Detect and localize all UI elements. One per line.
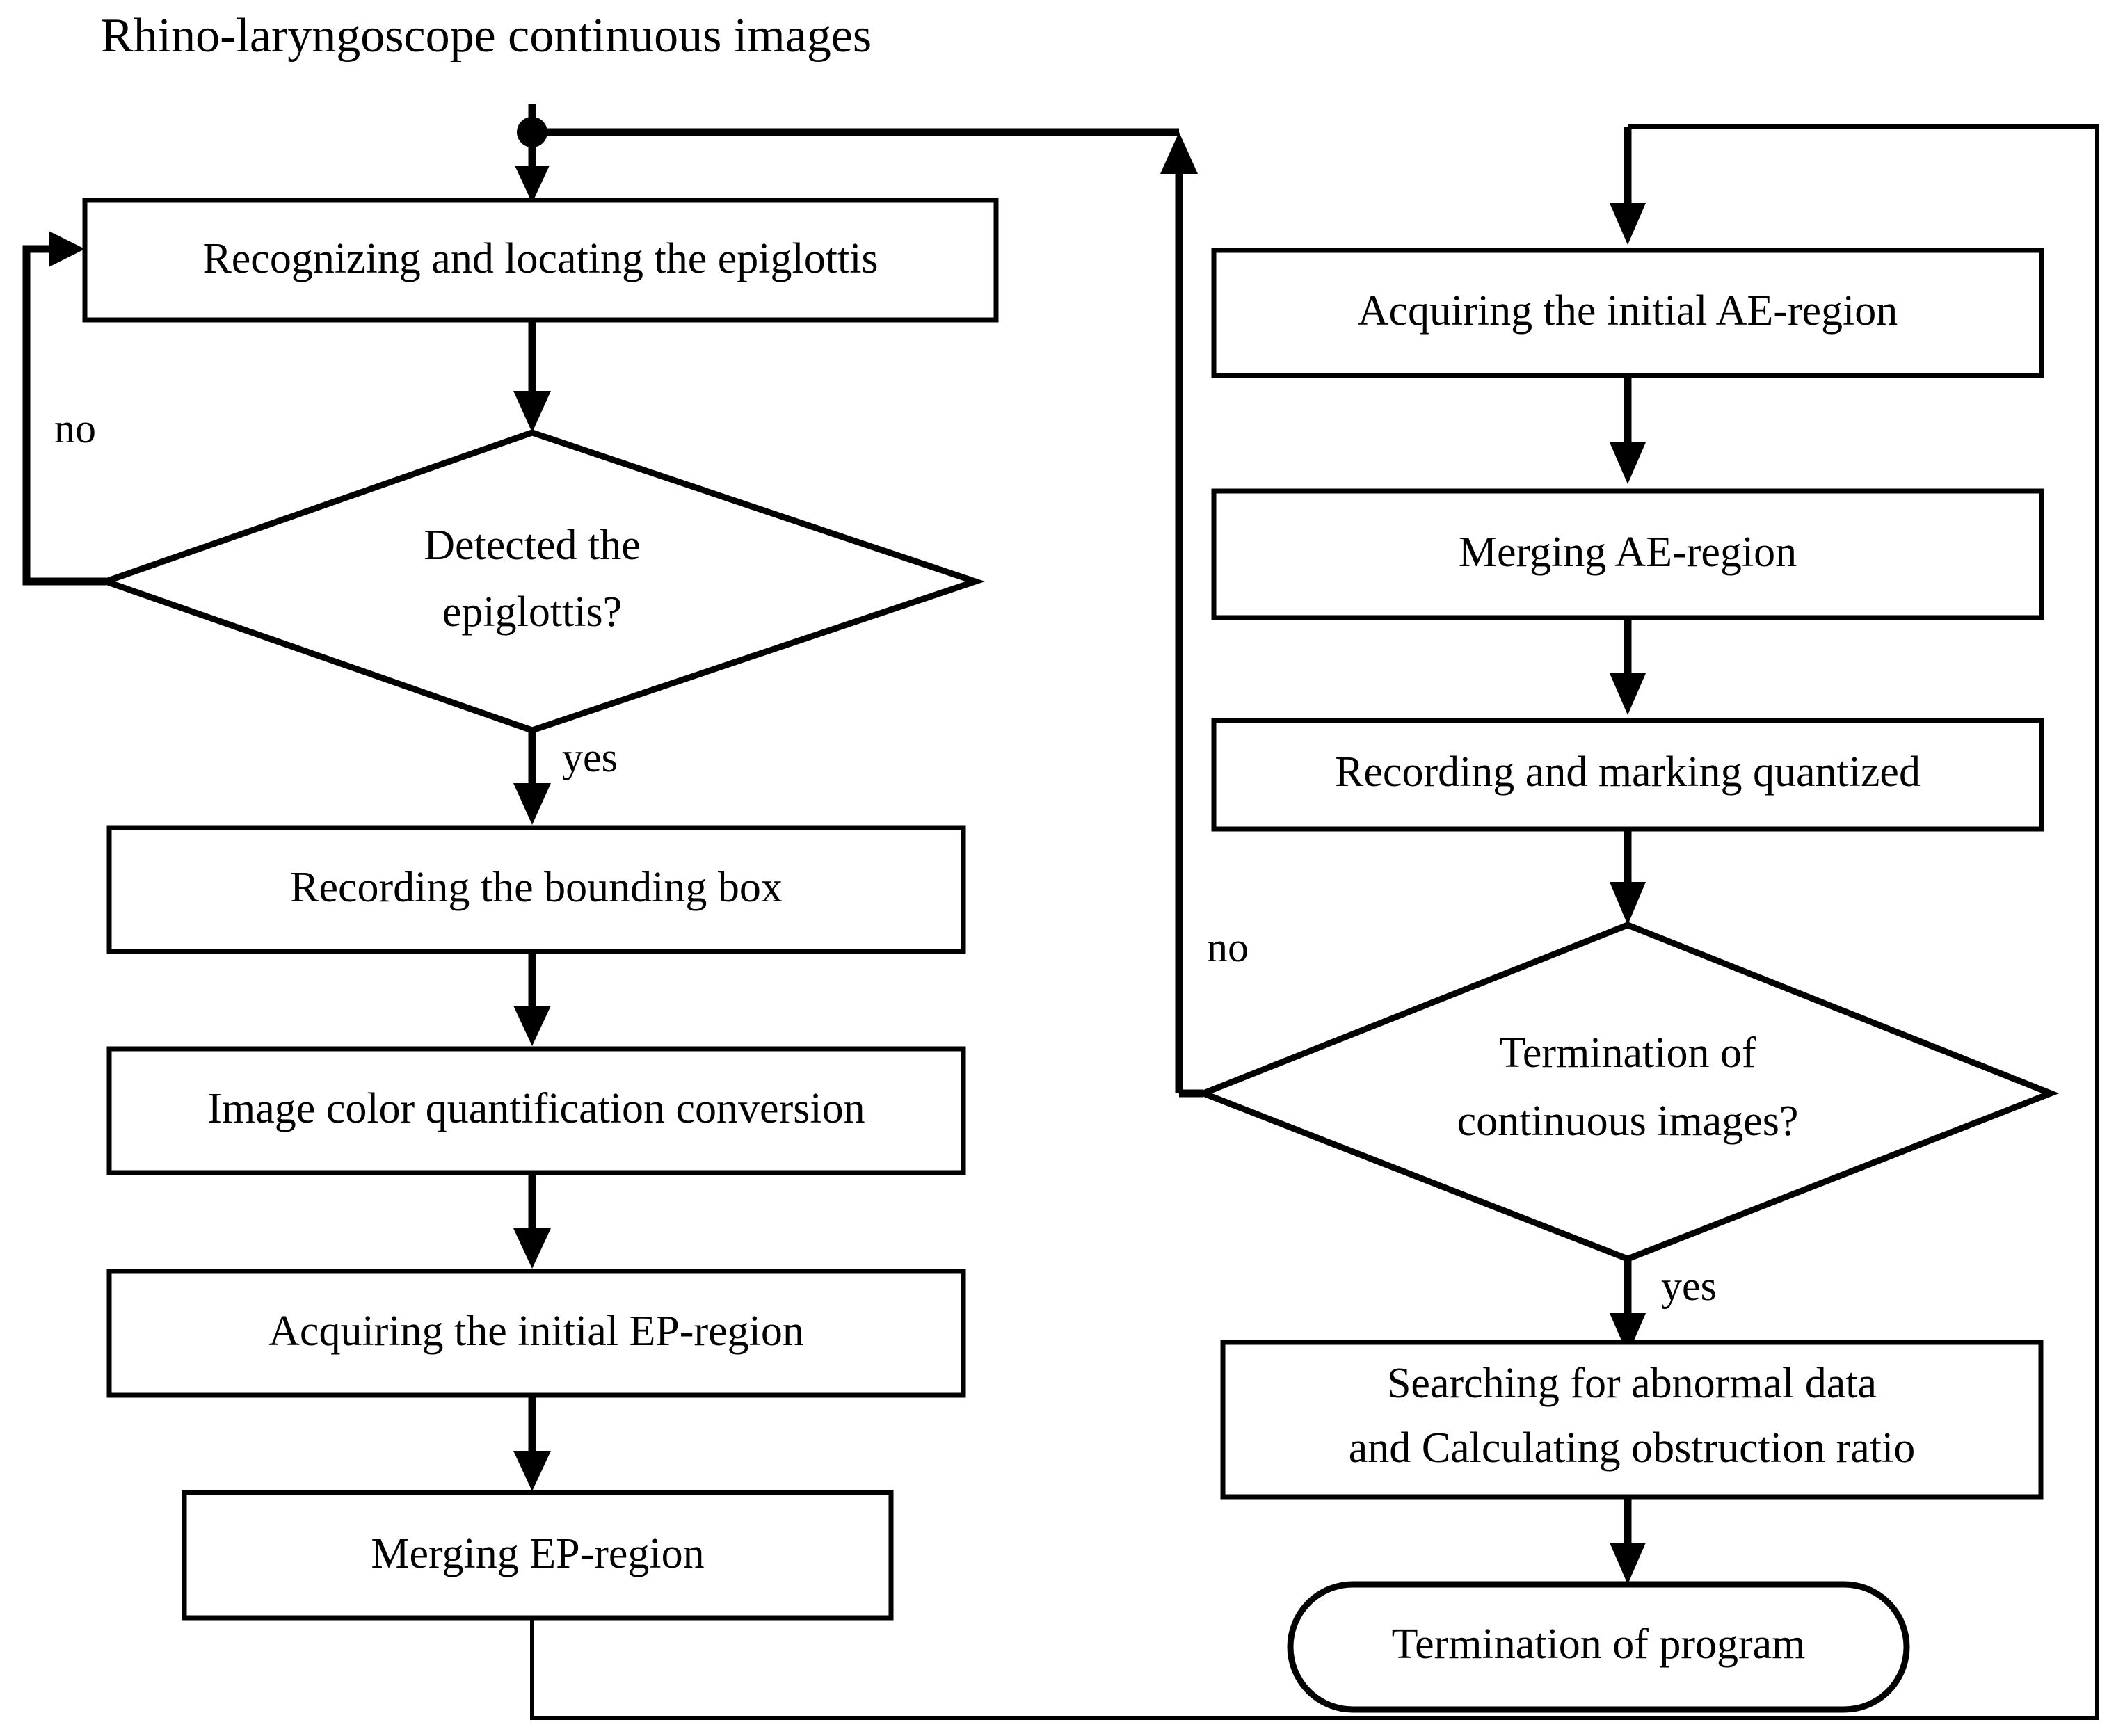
node-record-quantized[interactable]: Recording and marking quantized <box>1211 718 2044 832</box>
node-color-quantification-label: Image color quantification conversion <box>207 1085 865 1132</box>
node-merge-ae[interactable]: Merging AE-region <box>1211 488 2044 620</box>
arrowhead-to-recordquant <box>1610 673 1646 715</box>
node-detected-label-line2: epiglottis? <box>442 588 622 636</box>
arrowhead-to-record-bbox <box>513 783 551 825</box>
edge-label-termination-yes: yes <box>1661 1263 1717 1309</box>
node-search-abnormal-label-line1: Searching for abnormal data <box>1387 1360 1877 1407</box>
arrowhead-to-mergeep <box>513 1451 551 1491</box>
node-termination-decision-label-line2: continuous images? <box>1457 1098 1799 1145</box>
arrowhead-to-search <box>1610 1313 1646 1355</box>
node-acquire-ae[interactable]: Acquiring the initial AE-region <box>1211 248 2044 378</box>
diagram-title: Rhino-laryngoscope continuous images <box>101 9 872 63</box>
arrowhead-to-recognize <box>515 166 550 203</box>
node-termination-decision-label-line1: Termination of <box>1499 1029 1756 1077</box>
arrowhead-to-mergeae <box>1610 442 1646 484</box>
arrowhead-to-termcheck <box>1610 882 1646 925</box>
node-record-bbox-label: Recording the bounding box <box>290 864 783 911</box>
arrowhead-term-no-to-junction-line <box>1160 132 1198 174</box>
arrowhead-to-detected <box>513 391 551 433</box>
node-acquire-ep-label: Acquiring the initial EP-region <box>268 1308 804 1355</box>
node-detected-label-line1: Detected the <box>424 522 641 569</box>
arrowhead-no-loop-to-recognize <box>49 231 85 267</box>
node-detected-decision[interactable]: Detected the epiglottis? <box>96 429 986 734</box>
arrowhead-to-acquireae <box>1610 203 1646 245</box>
node-color-quantification[interactable]: Image color quantification conversion <box>106 1046 966 1175</box>
node-search-abnormal[interactable]: Searching for abnormal data and Calculat… <box>1220 1340 2044 1500</box>
arrowhead-to-termprogram <box>1610 1543 1646 1584</box>
node-termination-program-label: Termination of program <box>1392 1621 1806 1668</box>
node-merge-ep-label: Merging EP-region <box>371 1530 704 1577</box>
node-recognize[interactable]: Recognizing and locating the epiglottis <box>82 198 999 323</box>
edge-detected-no-loop <box>22 245 106 586</box>
node-search-abnormal-label-line2: and Calculating obstruction ratio <box>1349 1424 1915 1472</box>
node-merge-ep[interactable]: Merging EP-region <box>182 1490 894 1621</box>
arrowhead-to-colorquant <box>513 1006 551 1046</box>
edge-label-termination-no: no <box>1207 924 1249 970</box>
edge-mergeep-bottom-loop <box>530 124 2099 1720</box>
node-termination-program[interactable]: Termination of program <box>1287 1581 1910 1713</box>
node-recognize-label: Recognizing and locating the epiglottis <box>202 235 878 282</box>
node-record-quantized-label: Recording and marking quantized <box>1335 748 1921 796</box>
edge-label-detected-yes: yes <box>562 734 618 780</box>
edge-label-detected-no: no <box>54 405 96 451</box>
node-record-bbox[interactable]: Recording the bounding box <box>106 825 966 954</box>
node-merge-ae-label: Merging AE-region <box>1459 529 1797 576</box>
node-acquire-ep[interactable]: Acquiring the initial EP-region <box>106 1269 966 1398</box>
node-acquire-ae-label: Acquiring the initial AE-region <box>1358 287 1898 335</box>
node-termination-decision[interactable]: Termination of continuous images? <box>1194 922 2060 1262</box>
arrowhead-to-acquireep <box>513 1228 551 1269</box>
